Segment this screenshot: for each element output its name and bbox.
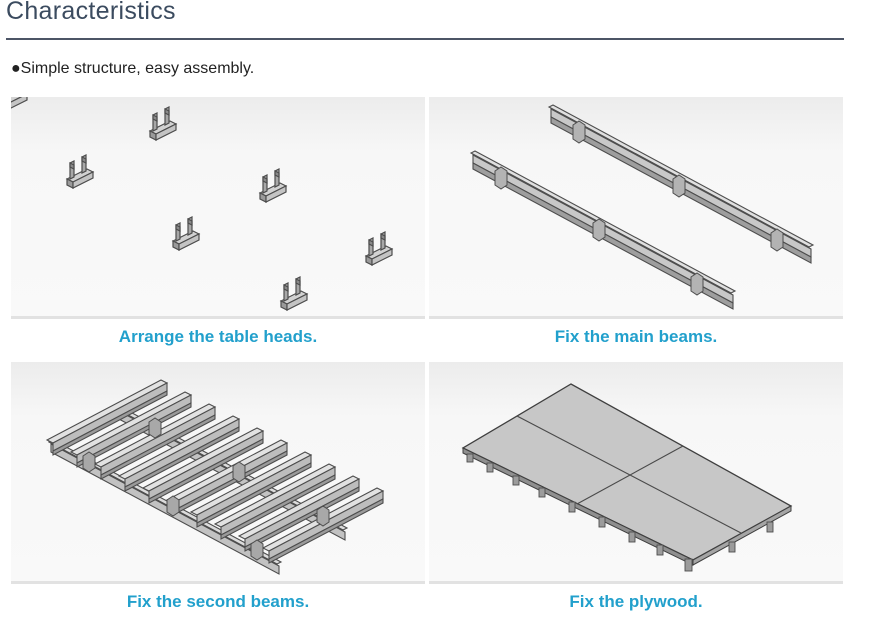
step-3-image [11,362,425,584]
plywood-illustration [461,383,793,572]
table-heads-illustration [11,97,393,311]
second-beams-illustration [45,379,384,575]
step-2-image [429,97,843,319]
feature-bullet: ●Simple structure, easy assembly. [11,60,255,77]
step-1-image [11,97,425,319]
step-1-caption: Arrange the table heads. [118,327,318,346]
section-title: Characteristics [6,0,176,25]
step-3-caption: Fix the second beams. [126,592,310,611]
step-4-image [429,362,843,584]
main-beams-illustration [469,104,815,310]
title-divider [6,38,844,40]
step-4-caption: Fix the plywood. [569,592,703,611]
step-2-caption: Fix the main beams. [554,327,718,346]
